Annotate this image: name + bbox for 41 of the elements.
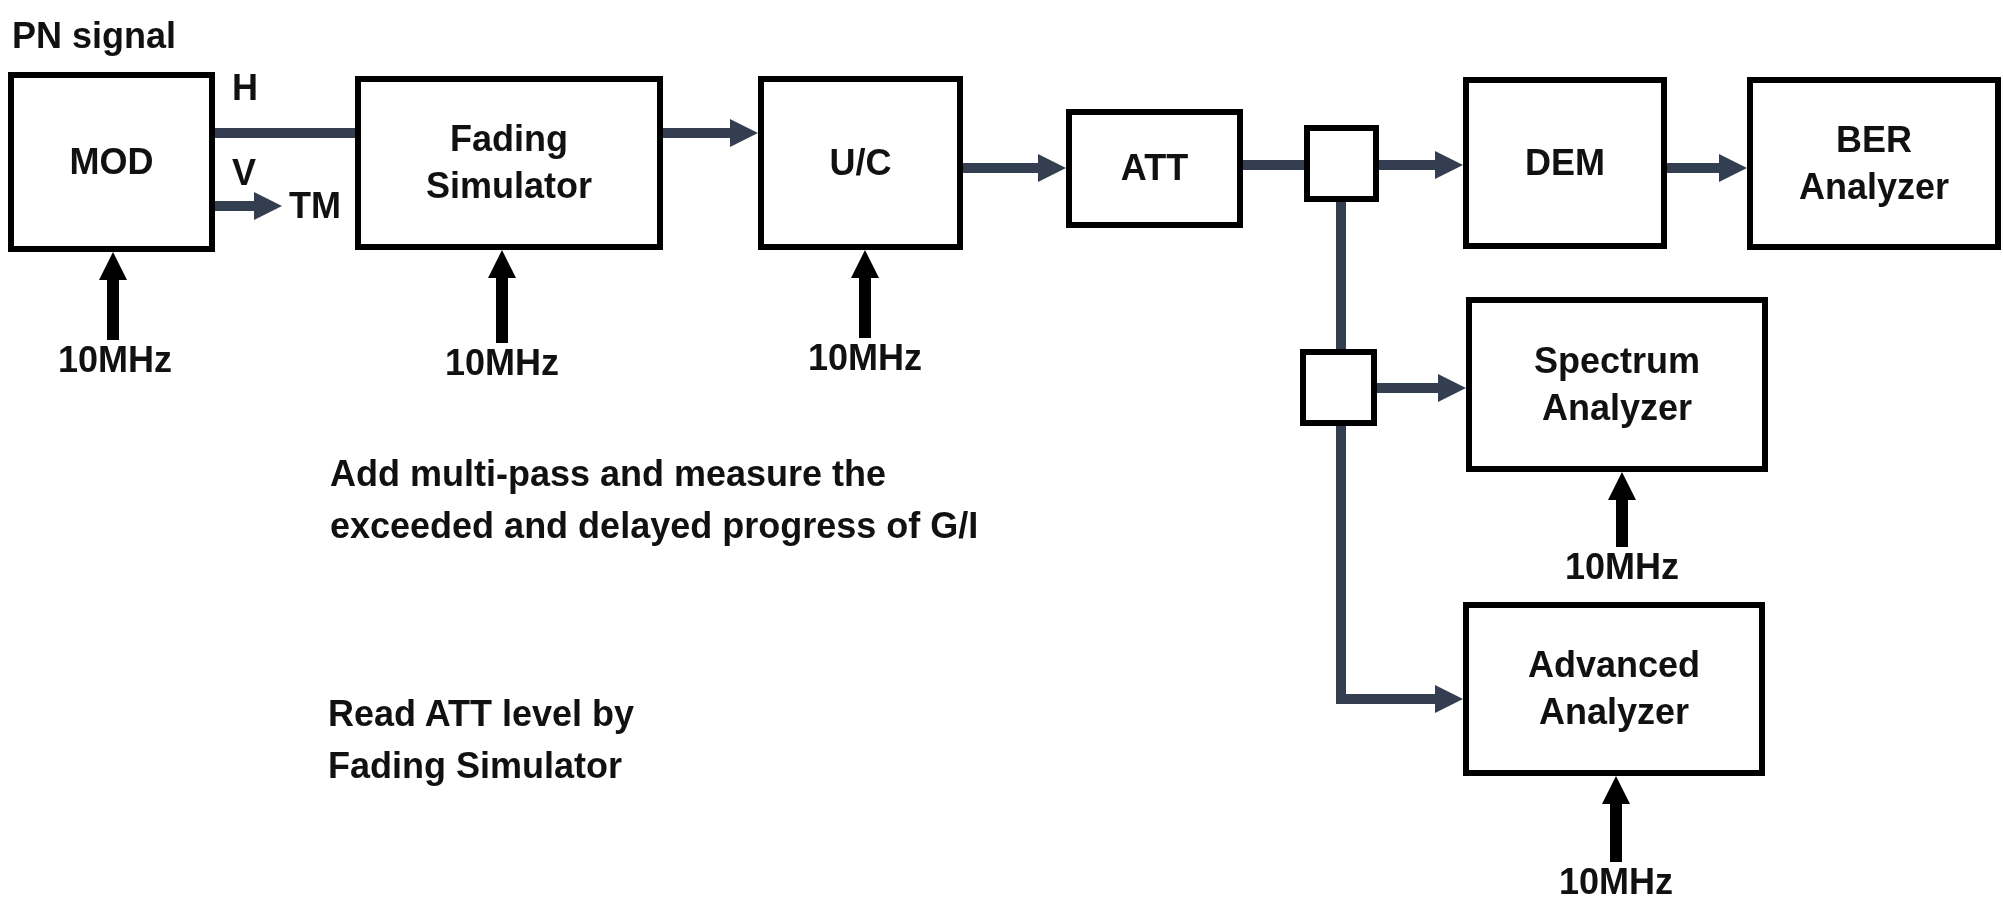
arrow (1377, 374, 1466, 402)
arrow (1667, 154, 1747, 182)
arrow (1379, 151, 1463, 179)
arrow (963, 154, 1066, 182)
port-label: V (232, 151, 257, 195)
block-label: Advanced Analyzer (1526, 643, 1702, 734)
signal-label: 10MHz (1566, 547, 1678, 587)
arrow (99, 252, 127, 340)
block-box (1463, 77, 1667, 249)
splitter-box (1300, 349, 1377, 426)
signal-label: 10MHz (810, 338, 920, 378)
arrow (1602, 776, 1630, 862)
arrow (663, 119, 758, 147)
block-box (1066, 109, 1243, 228)
arrow (488, 250, 516, 343)
port-label: H (232, 66, 259, 110)
block-label: Fading Simulator (425, 117, 593, 208)
block-label: MOD (69, 139, 154, 184)
block-box (1747, 77, 2001, 250)
signal-label: 10MHz (447, 343, 557, 383)
block-box (1466, 297, 1768, 472)
splitter-box (1304, 125, 1379, 202)
block-label: BER Analyzer (1797, 117, 1951, 209)
block-box (1463, 602, 1765, 776)
note-text: Add multi-pass and measure the exceeded and delayed progress of G/I (330, 452, 980, 549)
node-caption: PN signal (12, 14, 177, 58)
signal-label: TM (282, 186, 348, 226)
arrow (215, 192, 282, 220)
block-box (355, 76, 663, 250)
block-label: DEM (1525, 140, 1605, 185)
signal-label: 10MHz (60, 340, 170, 380)
note-text: Read ATT level by Fading Simulator (328, 692, 636, 789)
arrow (851, 250, 879, 338)
arrow (1608, 472, 1636, 547)
block-label: U/C (829, 140, 892, 185)
block-label: Spectrum Analyzer (1532, 338, 1701, 430)
arrow (1336, 426, 1463, 713)
block-box (8, 72, 215, 252)
signal-label: 10MHz (1560, 862, 1672, 902)
block-label: ATT (1120, 146, 1189, 191)
block-box (758, 76, 963, 250)
